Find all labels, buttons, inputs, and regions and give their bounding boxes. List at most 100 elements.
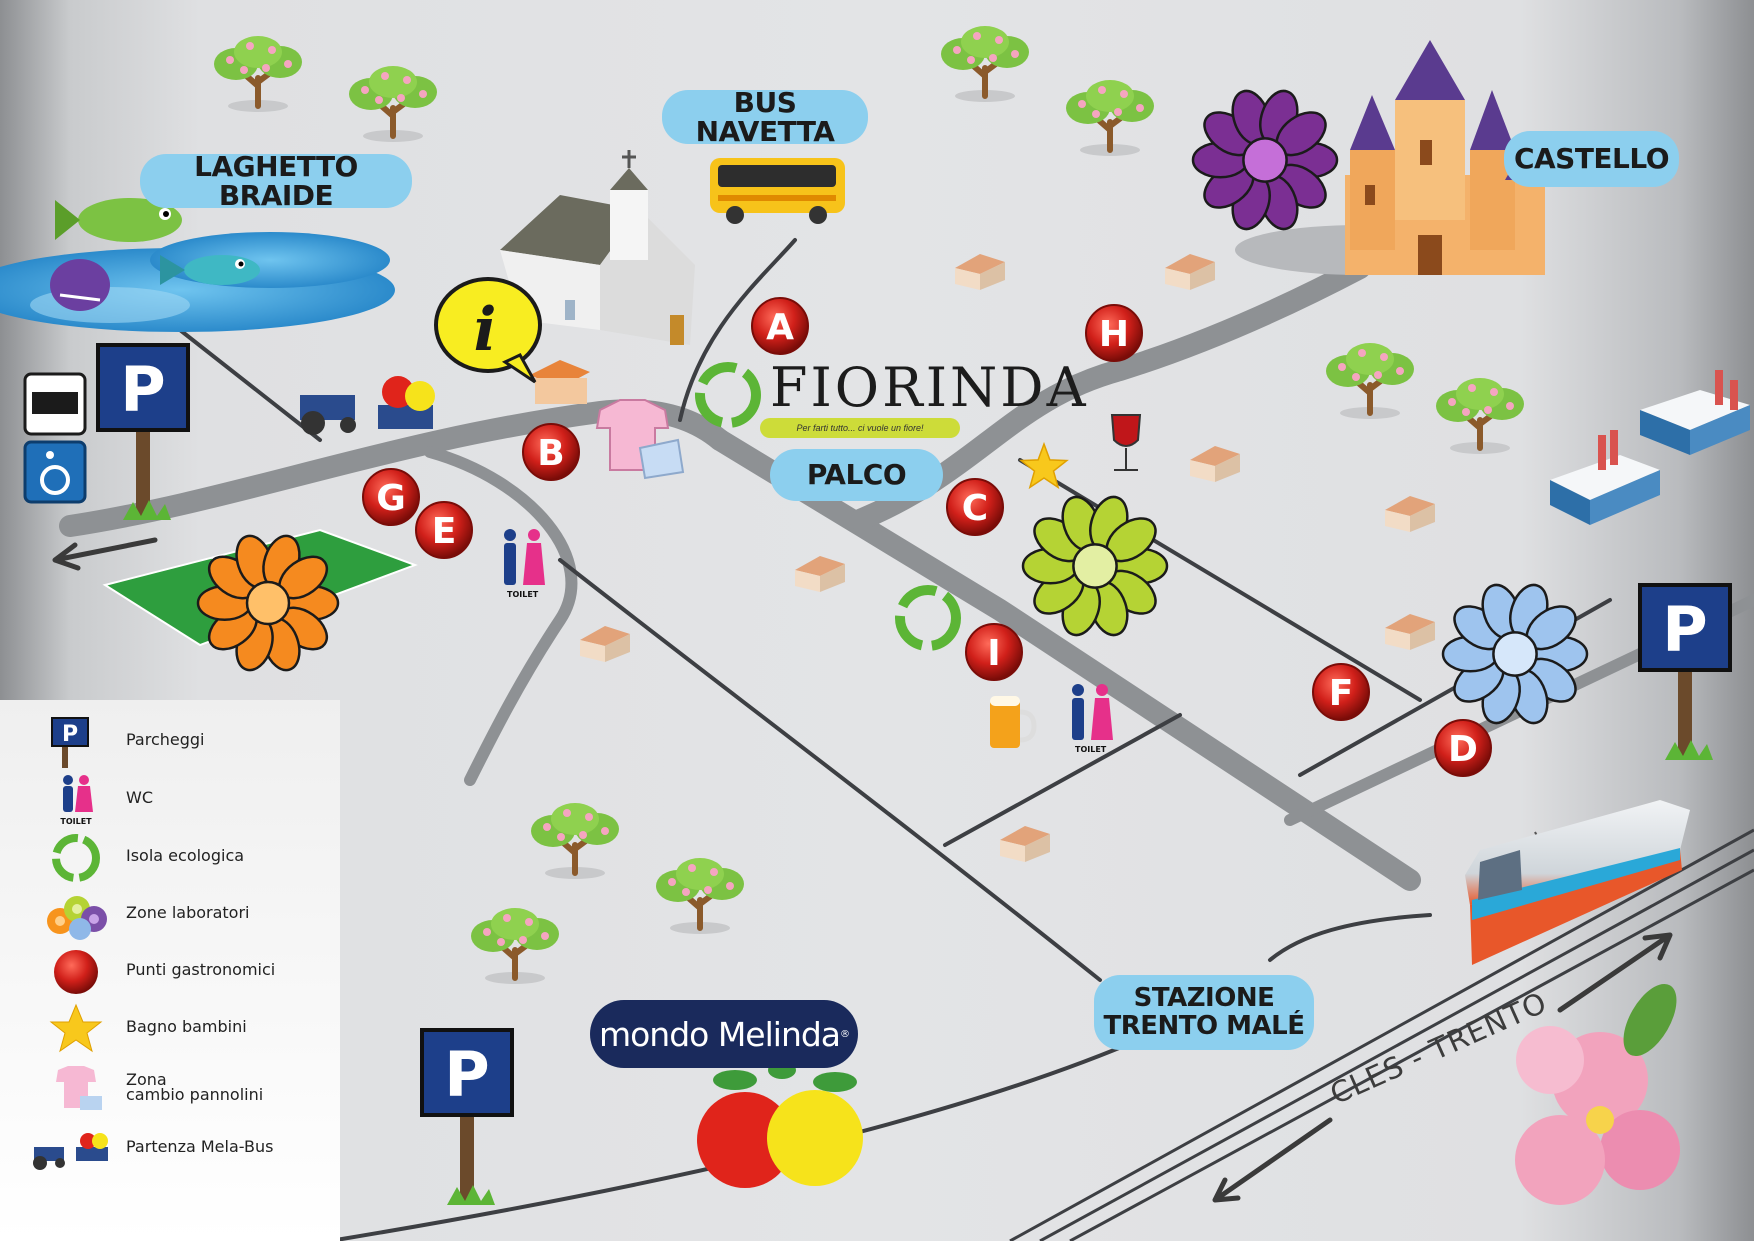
legend-item-recycling: Isola ecologica [0, 832, 340, 884]
food-point-h[interactable]: H [1085, 304, 1143, 362]
road-south-diagonal [558, 558, 1102, 982]
legend-item-kids-bath: Bagno bambini [0, 1003, 340, 1055]
label-stazione-trento-male: STAZIONE TRENTO MALÉ [1094, 975, 1314, 1050]
info-icon: i [474, 295, 497, 365]
tree-icon [531, 803, 619, 879]
marker-letter: I [987, 633, 1000, 674]
wheelchair-icon [23, 440, 87, 504]
legend-label: Parcheggi [126, 730, 205, 749]
recycle-icon [52, 834, 100, 882]
legend-label: Bagno bambini [126, 1017, 247, 1036]
main-road-west [59, 399, 731, 537]
rail-line-3 [1069, 868, 1754, 1241]
fish-teal [160, 255, 260, 285]
label-laghetto-braide: LAGHETTO BRAIDE [140, 151, 412, 210]
star-icon [49, 1003, 103, 1053]
tree-icon [1326, 343, 1414, 419]
parking-icon: P [51, 717, 89, 768]
marker-letter: A [766, 307, 794, 348]
parking-sign-east[interactable]: P [1638, 583, 1732, 760]
baby-clothes-icon [56, 1066, 102, 1110]
apple-blossom [1515, 983, 1680, 1205]
florinda-tagline: Per farti tutto... ci vuole un fiore! [760, 418, 960, 438]
toilet-icon: TOILET [60, 775, 93, 826]
food-point-i[interactable]: I [965, 623, 1023, 681]
tree-icon [941, 26, 1029, 102]
tree-icon [1436, 378, 1524, 454]
marker-letter: G [376, 478, 406, 519]
florinda-logo: FIORINDA [770, 356, 1089, 419]
legend-label: Zone laboratori [126, 903, 250, 922]
food-point-g[interactable]: G [362, 468, 420, 526]
label-castello: CASTELLO [1504, 131, 1679, 187]
info-point[interactable]: i [434, 277, 542, 384]
food-point-e[interactable]: E [415, 501, 473, 559]
food-point-a[interactable]: A [751, 297, 809, 355]
label-palco: PALCO [770, 449, 943, 501]
rail-line-2 [1039, 848, 1754, 1241]
arrow-cles [1212, 1117, 1333, 1203]
house-icon [580, 626, 630, 662]
toilet-label-2: TOILET [1075, 745, 1107, 754]
marker-letter: E [432, 511, 457, 552]
road-bus [678, 238, 797, 422]
svg-text:P: P [62, 722, 78, 747]
main-road-diagonal [709, 429, 1421, 891]
legend-item-mela-bus: Partenza Mela-Bus [0, 1123, 340, 1175]
brand-reg: ® [840, 1028, 850, 1040]
tram-train [1465, 800, 1690, 965]
legend-item-changing: Zona cambio pannolini [0, 1064, 340, 1116]
toilet-icon [504, 529, 545, 585]
factory-buildings [1550, 370, 1750, 525]
legend-label: Zona cambio pannolini [126, 1070, 263, 1103]
tree-icon [214, 36, 302, 112]
legend-item-food: Punti gastronomici [0, 946, 340, 998]
house-icon [1385, 614, 1435, 650]
recycle-icon [895, 585, 961, 651]
red-dot-icon [54, 950, 98, 994]
marker-letter: F [1329, 673, 1354, 714]
legend-label: Punti gastronomici [126, 960, 276, 979]
tree-icon [1066, 80, 1154, 156]
food-point-d[interactable]: D [1434, 719, 1492, 777]
flowers-icon [47, 896, 107, 940]
apples-logo [697, 1061, 863, 1188]
road-inner-4 [1268, 913, 1432, 962]
road-left-curve [424, 446, 578, 786]
mondo-melinda-logo: mondo Melinda® [590, 1000, 858, 1068]
camper-icon [23, 372, 87, 436]
flower-purple-icon [1191, 89, 1339, 231]
parking-letter: P [1662, 593, 1707, 666]
legend-label-line-1: Zona [126, 1070, 167, 1089]
castle [1235, 40, 1545, 275]
road-lake [178, 328, 322, 442]
tree-icon [656, 858, 744, 934]
legend-label: WC [126, 788, 153, 807]
flower-green-icon [1021, 495, 1169, 637]
parking-sign-south[interactable]: P [420, 1028, 514, 1205]
road-inner-1 [943, 713, 1182, 847]
legend-item-workshops: Zone laboratori [0, 889, 340, 941]
legend-item-wc: TOILET WC [0, 774, 340, 826]
baby-changing-icon [595, 399, 685, 480]
flower-blue-icon [1441, 583, 1589, 725]
fish-green [55, 198, 182, 242]
house-icon [795, 556, 845, 592]
tree-icon [349, 66, 437, 142]
rail-line-1 [1009, 828, 1754, 1241]
house-icon [1385, 496, 1435, 532]
wine-glass-icon [1110, 414, 1142, 471]
food-point-c[interactable]: C [946, 478, 1004, 536]
house-icon [1165, 254, 1215, 290]
mela-bus-departure[interactable] [300, 376, 435, 435]
food-point-b[interactable]: B [522, 423, 580, 481]
beer-mug-icon [990, 696, 1037, 748]
house-icon [1190, 446, 1240, 482]
legend-item-parking: P Parcheggi [0, 716, 340, 768]
fish-purple [50, 259, 110, 311]
parking-sign-west[interactable]: P [96, 343, 190, 520]
road-castello [849, 257, 1371, 531]
food-point-f[interactable]: F [1312, 663, 1370, 721]
